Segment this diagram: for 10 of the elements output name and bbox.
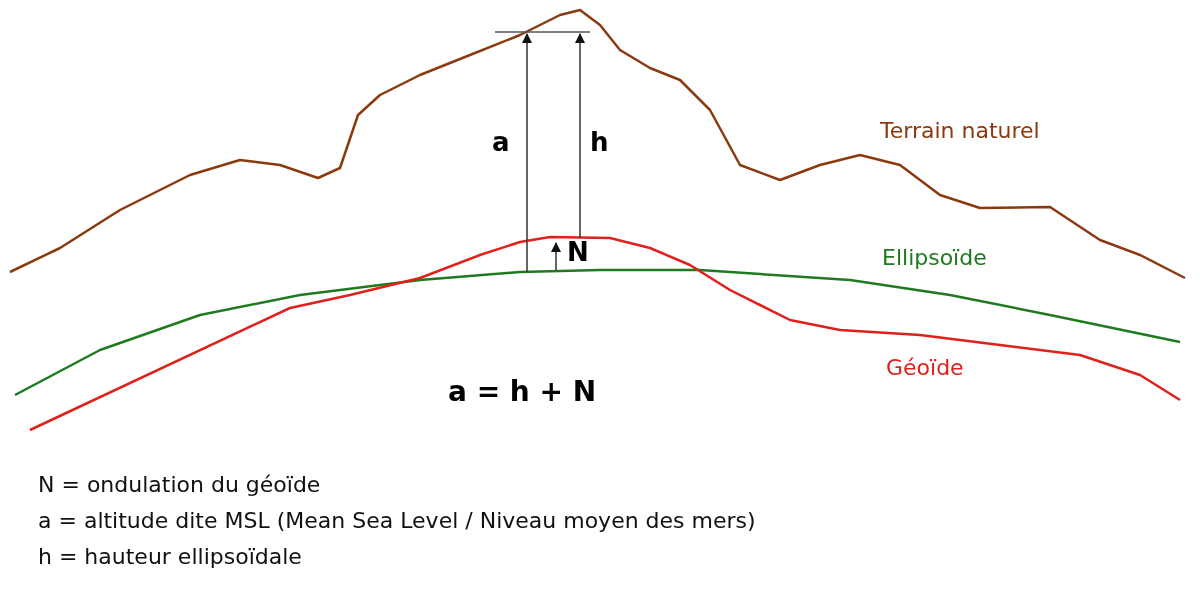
curve-label: Ellipsoïde [882,245,987,271]
curve-label: Géoïde [886,355,964,381]
measure-label: a [492,128,510,158]
curve-label: Terrain naturel [880,118,1040,144]
measure-label: N [567,238,589,268]
legend-text: N = ondulation du géoïde [38,472,321,498]
legend-text: a = altitude dite MSL (Mean Sea Level / Niveau moyen des mers) [38,508,756,534]
legend-text: h = hauteur ellipsoïdale [38,544,302,570]
measure-label: h [590,128,609,158]
formula: a = h + N [448,376,597,409]
